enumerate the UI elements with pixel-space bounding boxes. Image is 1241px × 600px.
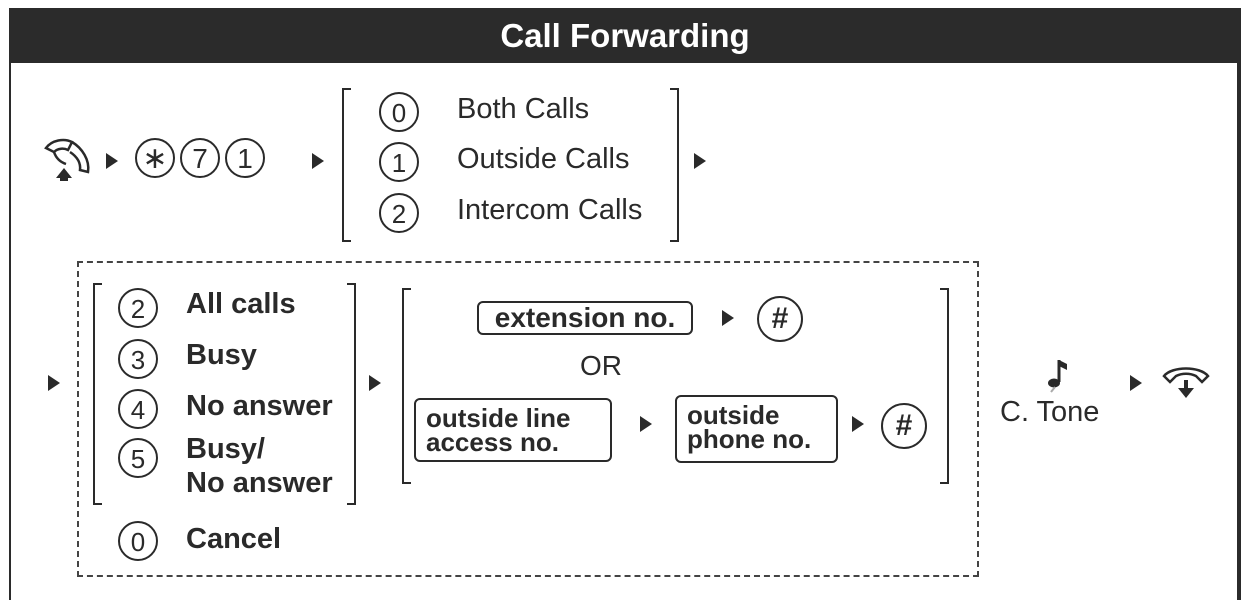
forward-mode-label-busy-no-answer-line1: Busy/ <box>186 433 265 465</box>
outside-phone-number-box: outside phone no. <box>675 395 838 463</box>
flow-arrow <box>640 416 652 432</box>
forward-mode-label-busy: Busy <box>186 339 257 371</box>
outside-phone-line2: phone no. <box>687 424 812 454</box>
call-type-label-outside: Outside Calls <box>457 143 630 175</box>
forward-mode-key-4: 4 <box>118 389 158 429</box>
forward-mode-label-all-calls: All calls <box>186 288 296 320</box>
forward-mode-key-5: 5 <box>118 438 158 478</box>
forward-mode-bracket-left <box>93 283 102 505</box>
destination-bracket-right <box>940 288 949 484</box>
call-type-label-both: Both Calls <box>457 93 590 125</box>
flow-arrow <box>722 310 734 326</box>
cancel-key-0: 0 <box>118 521 158 561</box>
call-type-key-0: 0 <box>379 92 419 132</box>
hash-key-icon: # <box>881 403 927 449</box>
outside-line-access-line2: access no. <box>426 427 559 457</box>
forward-mode-key-2: 2 <box>118 288 158 328</box>
outside-line-access-number-box: outside line access no. <box>414 398 612 462</box>
outside-phone-line1: outside <box>687 400 780 430</box>
extension-number-box: extension no. <box>477 301 693 335</box>
key-star: ∗ <box>135 138 175 178</box>
music-note-icon <box>1048 360 1067 393</box>
flow-arrow <box>369 375 381 391</box>
forward-mode-label-busy-no-answer-line2: No answer <box>186 467 333 499</box>
call-type-key-1: 1 <box>379 142 419 182</box>
forwarding-settings-dashed-box <box>77 261 979 577</box>
frame-right-border <box>1237 63 1241 600</box>
flow-arrow <box>312 153 324 169</box>
hash-key-icon: # <box>757 296 803 342</box>
title-bar: Call Forwarding <box>9 8 1241 63</box>
handset-off-hook-icon <box>44 138 90 181</box>
flow-arrow <box>852 416 864 432</box>
destination-bracket-left <box>402 288 411 484</box>
forward-mode-key-3: 3 <box>118 339 158 379</box>
call-type-label-intercom: Intercom Calls <box>457 194 643 226</box>
call-type-bracket-left <box>342 88 351 242</box>
or-label: OR <box>580 350 622 381</box>
flow-arrow <box>1130 375 1142 391</box>
cancel-label: Cancel <box>186 523 282 555</box>
outside-line-access-line1: outside line <box>426 403 571 433</box>
handset-on-hook-icon <box>1162 367 1210 398</box>
forward-mode-label-no-answer: No answer <box>186 390 333 422</box>
key-7: 7 <box>180 138 220 178</box>
call-type-bracket-right <box>670 88 679 242</box>
forward-mode-bracket-right <box>347 283 356 505</box>
flow-arrow <box>48 375 60 391</box>
flow-arrow <box>694 153 706 169</box>
confirmation-tone-label: C. Tone <box>1000 396 1100 428</box>
frame-left-border <box>9 63 11 600</box>
flow-arrow <box>106 153 118 169</box>
diagram-title: Call Forwarding <box>500 17 750 54</box>
key-1: 1 <box>225 138 265 178</box>
call-type-key-2: 2 <box>379 193 419 233</box>
